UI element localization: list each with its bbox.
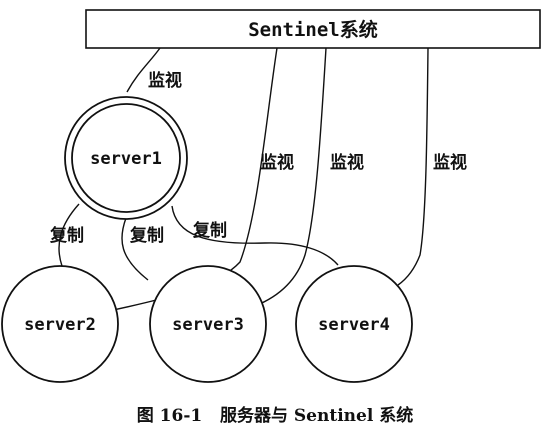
- monitor-label-server4: 监视: [433, 152, 467, 173]
- monitor-label-server1: 监视: [148, 70, 182, 91]
- figure-caption: 图 16-1 服务器与 Sentinel 系统: [137, 405, 413, 426]
- sentinel-box: [85, 9, 541, 49]
- server3-label: server3: [172, 315, 244, 335]
- server2-label: server2: [24, 315, 96, 335]
- monitor-line-server3: [254, 47, 327, 307]
- replicate-label-server2: 复制: [49, 225, 84, 246]
- server4-node: [295, 265, 413, 383]
- sentinel-label: Sentinel系统: [248, 18, 378, 41]
- server1-inner-ring: [71, 103, 181, 213]
- server4-label: server4: [318, 315, 390, 335]
- replicate-label-server4: 复制: [192, 220, 227, 241]
- server3-node: [149, 265, 267, 383]
- replicate-line-server2: [58, 203, 80, 267]
- replicate-label-server3: 复制: [129, 225, 164, 246]
- monitor-label-server2: 监视: [260, 152, 294, 173]
- server1-label: server1: [90, 149, 162, 169]
- monitor-line-server4: [397, 47, 429, 286]
- replicate-line-server3: [121, 217, 149, 281]
- server2-node: [1, 265, 119, 383]
- monitor-line-server1: [126, 47, 161, 93]
- replicate-line-server4: [171, 205, 339, 266]
- monitor-label-server3: 监视: [330, 152, 364, 173]
